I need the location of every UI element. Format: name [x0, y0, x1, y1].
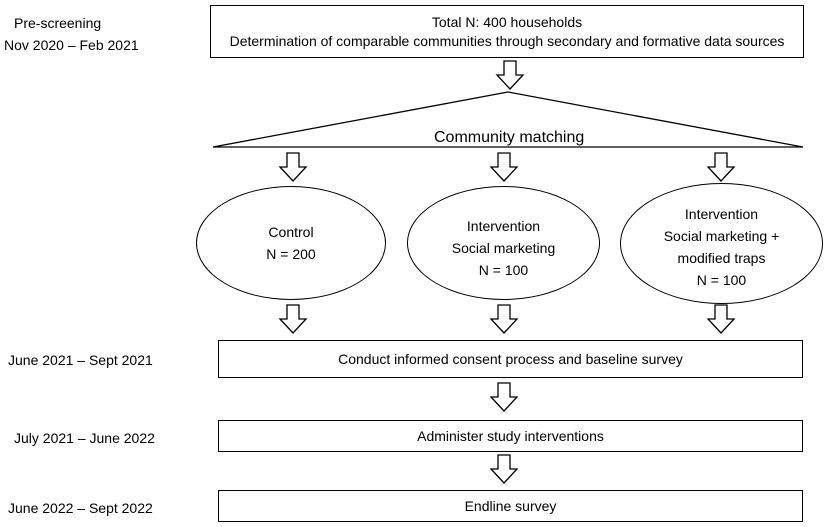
total-households-box: Total N: 400 households Determination of…: [210, 5, 804, 58]
arrow-smt-to-consent: [707, 304, 735, 334]
administer-interventions-box: Administer study interventions: [218, 420, 803, 452]
group-line: N = 100: [696, 271, 747, 288]
group-line: Control: [268, 224, 314, 240]
intervention-social-marketing-ellipse: Intervention Social marketing N = 100: [407, 186, 600, 300]
pre-screening-period: Nov 2020 – Feb 2021: [4, 37, 139, 53]
pre-screening-label: Pre-screening: [14, 15, 102, 31]
arrow-to-intervention-smt: [707, 152, 735, 182]
determination-text: Determination of comparable communities …: [229, 32, 785, 49]
arrow-to-matching: [496, 60, 524, 90]
endline-period-label: June 2022 – Sept 2022: [8, 500, 153, 516]
intervention-period-label: July 2021 – June 2022: [14, 430, 155, 446]
group-line: Social marketing +: [663, 227, 780, 244]
community-matching-label: Community matching: [434, 129, 585, 146]
control-group-ellipse: Control N = 200: [196, 186, 386, 300]
administer-interventions-text: Administer study interventions: [417, 427, 604, 444]
endline-survey-text: Endline survey: [464, 497, 557, 514]
intervention-social-marketing-traps-ellipse: Intervention Social marketing + modified…: [620, 183, 823, 304]
arrow-control-to-consent: [279, 304, 307, 334]
group-line: Intervention: [684, 205, 759, 222]
baseline-period-label: June 2021 – Sept 2021: [8, 352, 153, 368]
arrow-sm-to-consent: [490, 304, 518, 334]
group-line: Social marketing: [451, 240, 556, 256]
group-line: Intervention: [466, 218, 541, 234]
consent-baseline-text: Conduct informed consent process and bas…: [338, 350, 683, 367]
total-households-text: Total N: 400 households: [431, 13, 583, 30]
group-line: N = 100: [478, 262, 529, 278]
community-matching-triangle: [212, 91, 804, 148]
arrow-interventions-to-endline: [490, 454, 518, 484]
group-line: N = 200: [266, 246, 316, 262]
arrow-consent-to-interventions: [490, 382, 518, 412]
arrow-to-control: [279, 152, 307, 182]
consent-baseline-box: Conduct informed consent process and bas…: [218, 340, 803, 378]
endline-survey-box: Endline survey: [218, 490, 803, 522]
group-line: modified traps: [677, 249, 766, 266]
arrow-to-intervention-sm: [490, 152, 518, 182]
